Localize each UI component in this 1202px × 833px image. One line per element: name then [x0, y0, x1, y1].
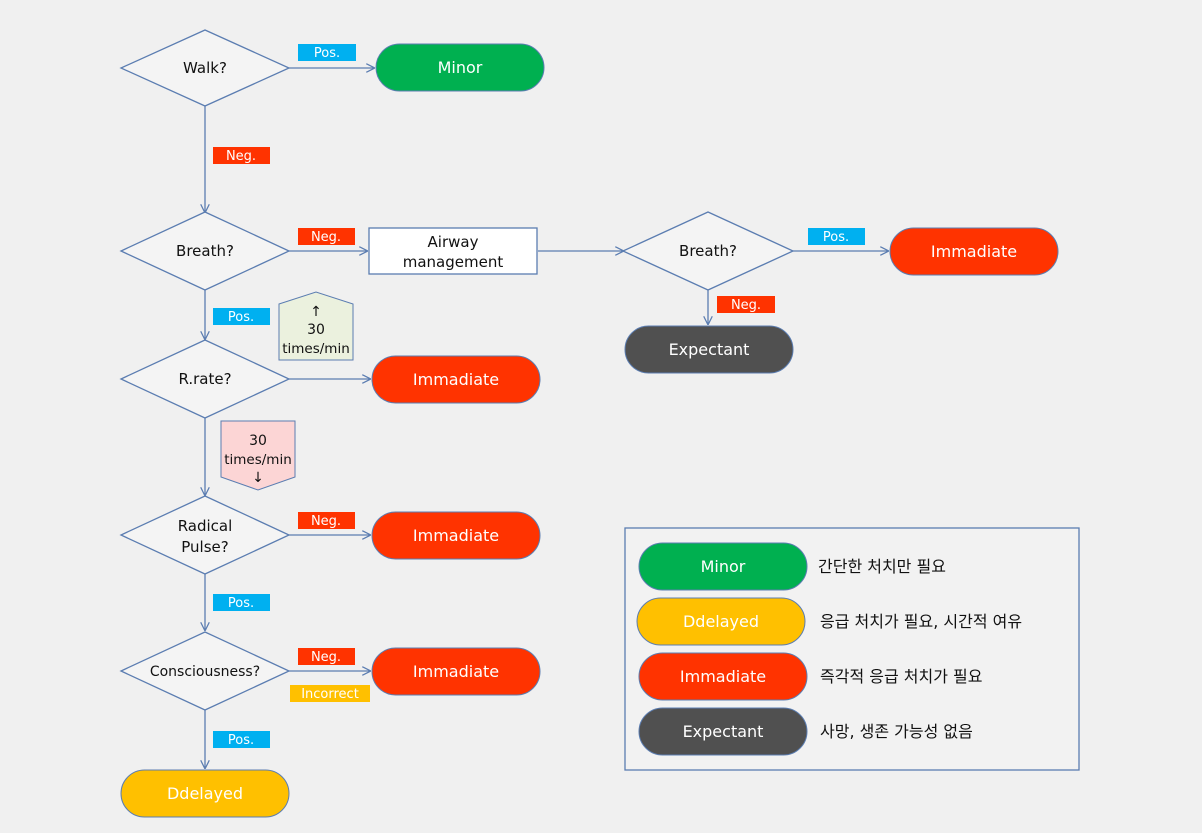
airway-label-line1: Airway: [428, 233, 479, 251]
outcome-immediate-rrate: Immadiate: [371, 355, 541, 404]
legend-item-delayed: Ddelayed 응급 처치가 필요, 시간적 여유: [636, 597, 1022, 646]
outcome-immediate-breath2: Immadiate: [889, 227, 1059, 276]
outcome-immediate-radical-label: Immadiate: [413, 526, 499, 545]
threshold-above-callout: ↑ 30 times/min: [278, 291, 354, 361]
outcome-immediate-rrate-label: Immadiate: [413, 370, 499, 389]
process-airway-management: Airway management: [368, 227, 538, 275]
threshold-below-unit: times/min: [224, 452, 292, 468]
threshold-above-unit: times/min: [282, 341, 350, 357]
down-arrow-icon: ↓: [252, 470, 264, 486]
tag-breath2-pos: Pos.: [808, 228, 865, 245]
outcome-immediate-breath2-label: Immadiate: [931, 242, 1017, 261]
decision-rrate-label: R.rate?: [178, 370, 231, 388]
decision-radical-label-line2: Pulse?: [181, 538, 228, 556]
outcome-expectant: Expectant: [624, 325, 794, 374]
tag-breath2-pos-label: Pos.: [823, 230, 849, 245]
tag-consciousness-neg-label: Neg.: [311, 650, 341, 665]
tag-consciousness-incorrect-label: Incorrect: [301, 687, 359, 702]
tag-breath-pos: Pos.: [213, 308, 270, 325]
tag-breath-pos-label: Pos.: [228, 310, 254, 325]
outcome-immediate-radical: Immadiate: [371, 511, 541, 560]
legend-immediate-label: Immadiate: [680, 667, 766, 686]
decision-breath-2: Breath?: [621, 211, 795, 291]
up-arrow-icon: ↑: [310, 304, 322, 320]
legend-item-expectant: Expectant 사망, 생존 가능성 없음: [638, 707, 973, 756]
outcome-delayed: Ddelayed: [120, 769, 290, 818]
outcome-immediate-consciousness-label: Immadiate: [413, 662, 499, 681]
legend-delayed-desc: 응급 처치가 필요, 시간적 여유: [820, 612, 1022, 631]
decision-walk-label: Walk?: [183, 59, 227, 77]
decision-radical-label-line1: Radical: [178, 517, 233, 535]
outcome-immediate-consciousness: Immadiate: [371, 647, 541, 696]
tag-walk-neg: Neg.: [213, 147, 270, 164]
decision-breath2-label: Breath?: [679, 242, 737, 260]
legend-minor-desc: 간단한 처치만 필요: [818, 557, 946, 576]
legend-minor-label: Minor: [701, 557, 746, 576]
tag-radical-pos: Pos.: [213, 594, 270, 611]
tag-consciousness-pos: Pos.: [213, 731, 270, 748]
threshold-below-value: 30: [249, 433, 267, 449]
legend-immediate-desc: 즉각적 응급 처치가 필요: [820, 667, 982, 686]
tag-breath-neg: Neg.: [298, 228, 355, 245]
decision-consciousness: Consciousness?: [119, 631, 291, 711]
tag-breath2-neg: Neg.: [717, 296, 775, 313]
tag-walk-neg-label: Neg.: [226, 149, 256, 164]
legend-delayed-label: Ddelayed: [683, 612, 759, 631]
tag-consciousness-pos-label: Pos.: [228, 733, 254, 748]
legend-expectant-label: Expectant: [683, 722, 764, 741]
decision-rrate: R.rate?: [119, 339, 291, 419]
legend-item-immediate: Immadiate 즉각적 응급 처치가 필요: [638, 652, 982, 701]
tag-radical-neg: Neg.: [298, 512, 355, 529]
decision-walk: Walk?: [119, 29, 291, 107]
connectors: [205, 68, 888, 768]
tag-walk-pos-label: Pos.: [314, 46, 340, 61]
tag-walk-pos: Pos.: [298, 44, 356, 61]
legend-expectant-desc: 사망, 생존 가능성 없음: [820, 722, 973, 741]
legend: Minor 간단한 처치만 필요 Ddelayed 응급 처치가 필요, 시간적…: [624, 527, 1080, 771]
decision-radical-pulse: Radical Pulse?: [119, 495, 291, 575]
tag-breath-neg-label: Neg.: [311, 230, 341, 245]
tag-radical-pos-label: Pos.: [228, 596, 254, 611]
outcome-expectant-label: Expectant: [669, 340, 750, 359]
threshold-above-value: 30: [307, 322, 325, 338]
outcome-minor-label: Minor: [438, 58, 483, 77]
tag-radical-neg-label: Neg.: [311, 514, 341, 529]
outcome-delayed-label: Ddelayed: [167, 784, 243, 803]
tag-consciousness-neg: Neg.: [298, 648, 355, 665]
decision-consciousness-label: Consciousness?: [150, 664, 260, 680]
tag-breath2-neg-label: Neg.: [731, 298, 761, 313]
outcome-minor: Minor: [375, 43, 545, 92]
tag-consciousness-incorrect: Incorrect: [290, 685, 370, 702]
threshold-below-callout: 30 times/min ↓: [220, 420, 296, 491]
decision-breath: Breath?: [119, 211, 291, 291]
legend-item-minor: Minor 간단한 처치만 필요: [638, 542, 946, 591]
decision-breath-label: Breath?: [176, 242, 234, 260]
airway-label-line2: management: [403, 253, 504, 271]
